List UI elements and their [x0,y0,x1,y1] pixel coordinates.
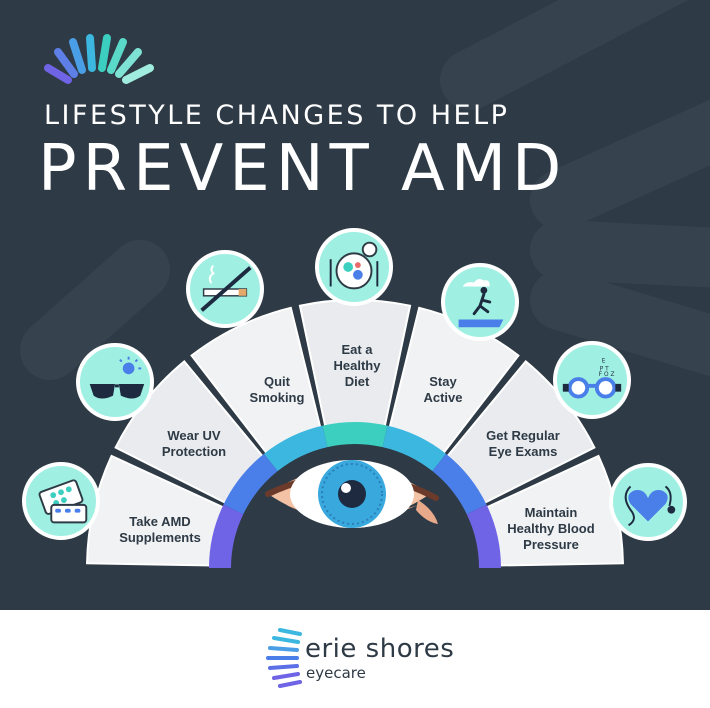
step-label-line: Wear UV [167,428,221,443]
brand-fan-icon [44,34,154,84]
step-label-line: Healthy Blood [507,521,595,536]
arc-segment-3 [263,425,328,472]
sunglasses-icon [76,343,154,421]
healthy-plate-icon [315,228,393,306]
svg-text:F O Z: F O Z [599,372,615,378]
arc-segment-1 [209,504,244,568]
no-smoking-icon [186,250,264,328]
arc-segment-7 [466,504,501,568]
step-label-line: Quit [264,374,290,389]
pills-icon [22,462,100,540]
step-label-line: Supplements [119,530,201,545]
brand-logo-icon [266,628,302,688]
brand-sub: eyecare [306,664,366,682]
step-label-line: Get Regular [486,428,560,443]
infographic: LIFESTYLE CHANGES TO HELP PREVENT AMD Ta… [0,0,710,610]
step-label-line: Eye Exams [488,444,558,459]
footer [0,610,710,708]
step-label-line: Healthy [333,358,381,373]
step-label-line: Protection [161,444,227,459]
svg-text:E: E [602,359,606,365]
title-line-2: PREVENT AMD [38,132,568,206]
arc-segment-5 [382,425,447,472]
step-label-line: Smoking [249,390,305,405]
step-label-line: Pressure [523,537,579,552]
step-label-line: Maintain [524,505,578,520]
heart-stethoscope-icon [609,463,687,541]
steps-fan [86,299,624,568]
step-label-line: Stay [429,374,457,389]
brand-name: erie shores [305,634,455,664]
title-line-1: LIFESTYLE CHANGES TO HELP [44,100,510,131]
arc-segment-6 [432,453,487,515]
arc-segment-2 [223,453,278,515]
step-label-line: Eat a [341,342,373,357]
arc-segment-4 [322,422,388,448]
step-label-line: Take AMD [129,514,191,529]
eye-illustration [265,460,439,528]
step-label-line: Active [423,390,463,405]
running-person-icon [441,263,519,341]
step-label-line: Diet [344,374,370,389]
background-rays [0,0,710,610]
svg-text:P T: P T [600,366,609,372]
